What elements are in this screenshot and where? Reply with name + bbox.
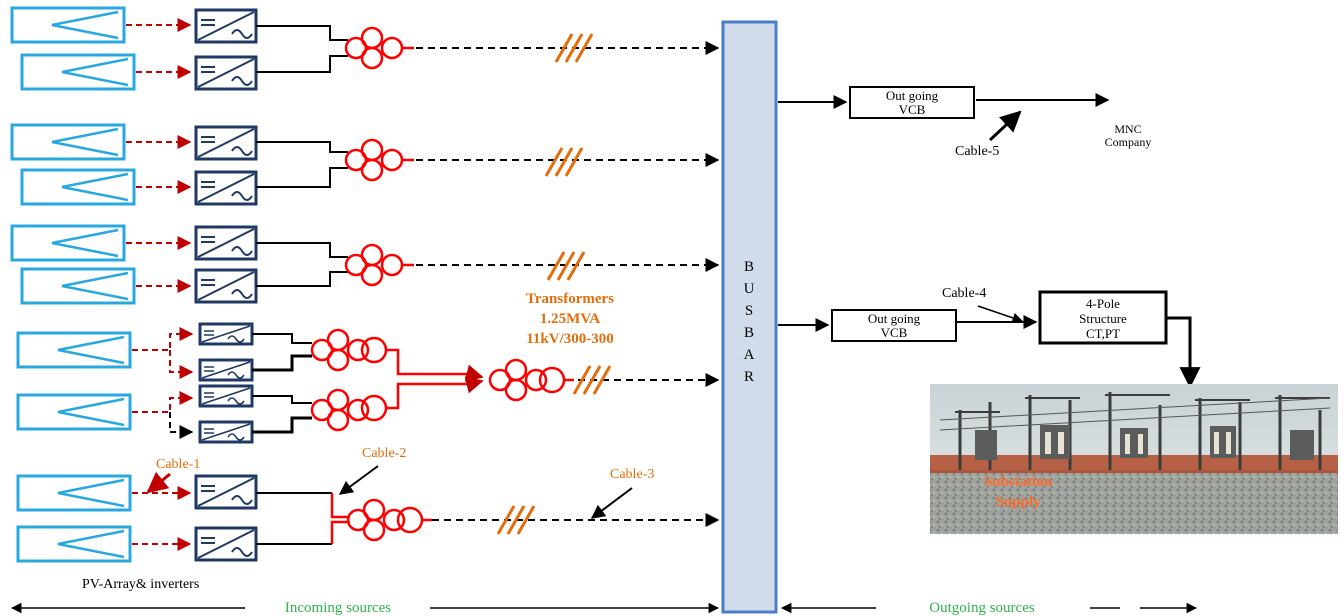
transformer [488,358,574,402]
cable5-label: Cable-5 [955,144,999,159]
cable3-pointer [590,487,633,519]
cable4-label: Cable-4 [942,286,986,301]
incoming-sources-label: Incoming sources [285,600,391,616]
vcb-top: Out going VCB [849,86,975,119]
pv-panel [20,267,136,305]
inverter [194,526,258,562]
pole-label-3: CT,PT [1086,326,1120,341]
cable3-label: Cable-3 [610,467,654,482]
dc-links [126,18,194,551]
vcb-mid-label-2: VCB [881,325,908,340]
pv-array-label: PV-Array& inverters [82,577,199,592]
cable2-label: Cable-2 [362,446,406,461]
inverter [198,358,254,382]
transformer [344,26,414,70]
inverter [194,125,258,161]
transformers [310,26,574,542]
pv-panel [16,525,132,563]
inverter [194,170,258,206]
inverters [194,8,258,562]
vcb-mid: Out going VCB [831,309,957,342]
busbar: B U S B A R [721,20,778,614]
cable2-pointer [338,465,379,495]
inverter [194,225,258,261]
pv-panel [16,393,132,431]
transformers-label-3: 11kV/300-300 [526,331,614,347]
pole-label-2: Structure [1079,311,1127,326]
pole-label-1: 4-Pole [1086,296,1120,311]
busbar-letter: S [745,303,753,319]
pv-panel [16,474,132,512]
cable1-pointer [146,471,171,494]
inverter [198,420,254,444]
busbar-letter: U [744,281,755,297]
transformer [310,388,388,432]
pv-panel [10,123,126,161]
outgoing-sources-label: Outgoing sources [929,600,1035,616]
vcb-top-label: Out going [886,88,939,103]
pv-panel [20,168,136,206]
mnc-label-2: Company [1105,135,1152,149]
pole-structure: 4-Pole Structure CT,PT [1038,290,1168,345]
transformer [344,138,414,182]
busbar-letter: R [744,369,754,385]
mnc-label: MNC [1114,122,1141,136]
pv-panel [20,53,136,91]
cable1-label: Cable-1 [156,457,200,472]
ac-links [252,25,348,545]
substation-label-1: Substation [984,474,1053,490]
inverter [194,8,258,44]
busbar-feeders [416,41,720,527]
outgoing-lines [778,93,1201,389]
transformer [346,498,432,542]
pv-panels [10,6,136,563]
inverter [194,268,258,304]
vcb-top-label-2: VCB [899,102,926,117]
busbar-letter: A [744,347,755,363]
inverter [198,322,254,346]
inverter [198,384,254,408]
busbar-letter: B [744,259,754,275]
inverter [194,55,258,91]
pv-panel [10,6,126,44]
busbar-letter: B [744,325,754,341]
transformer [310,328,388,372]
cable-marks [496,33,612,535]
pv-panel [10,224,126,262]
substation-photo: Substation Supply [930,384,1338,534]
red-links [330,348,484,544]
transformer [344,243,414,287]
substation-label-2: Supply [995,494,1041,510]
transformers-label-1: Transformers [526,291,614,307]
pv-panel [16,331,132,369]
transformers-label-2: 1.25MVA [540,311,600,327]
vcb-mid-label: Out going [868,311,921,326]
inverter [194,474,258,510]
